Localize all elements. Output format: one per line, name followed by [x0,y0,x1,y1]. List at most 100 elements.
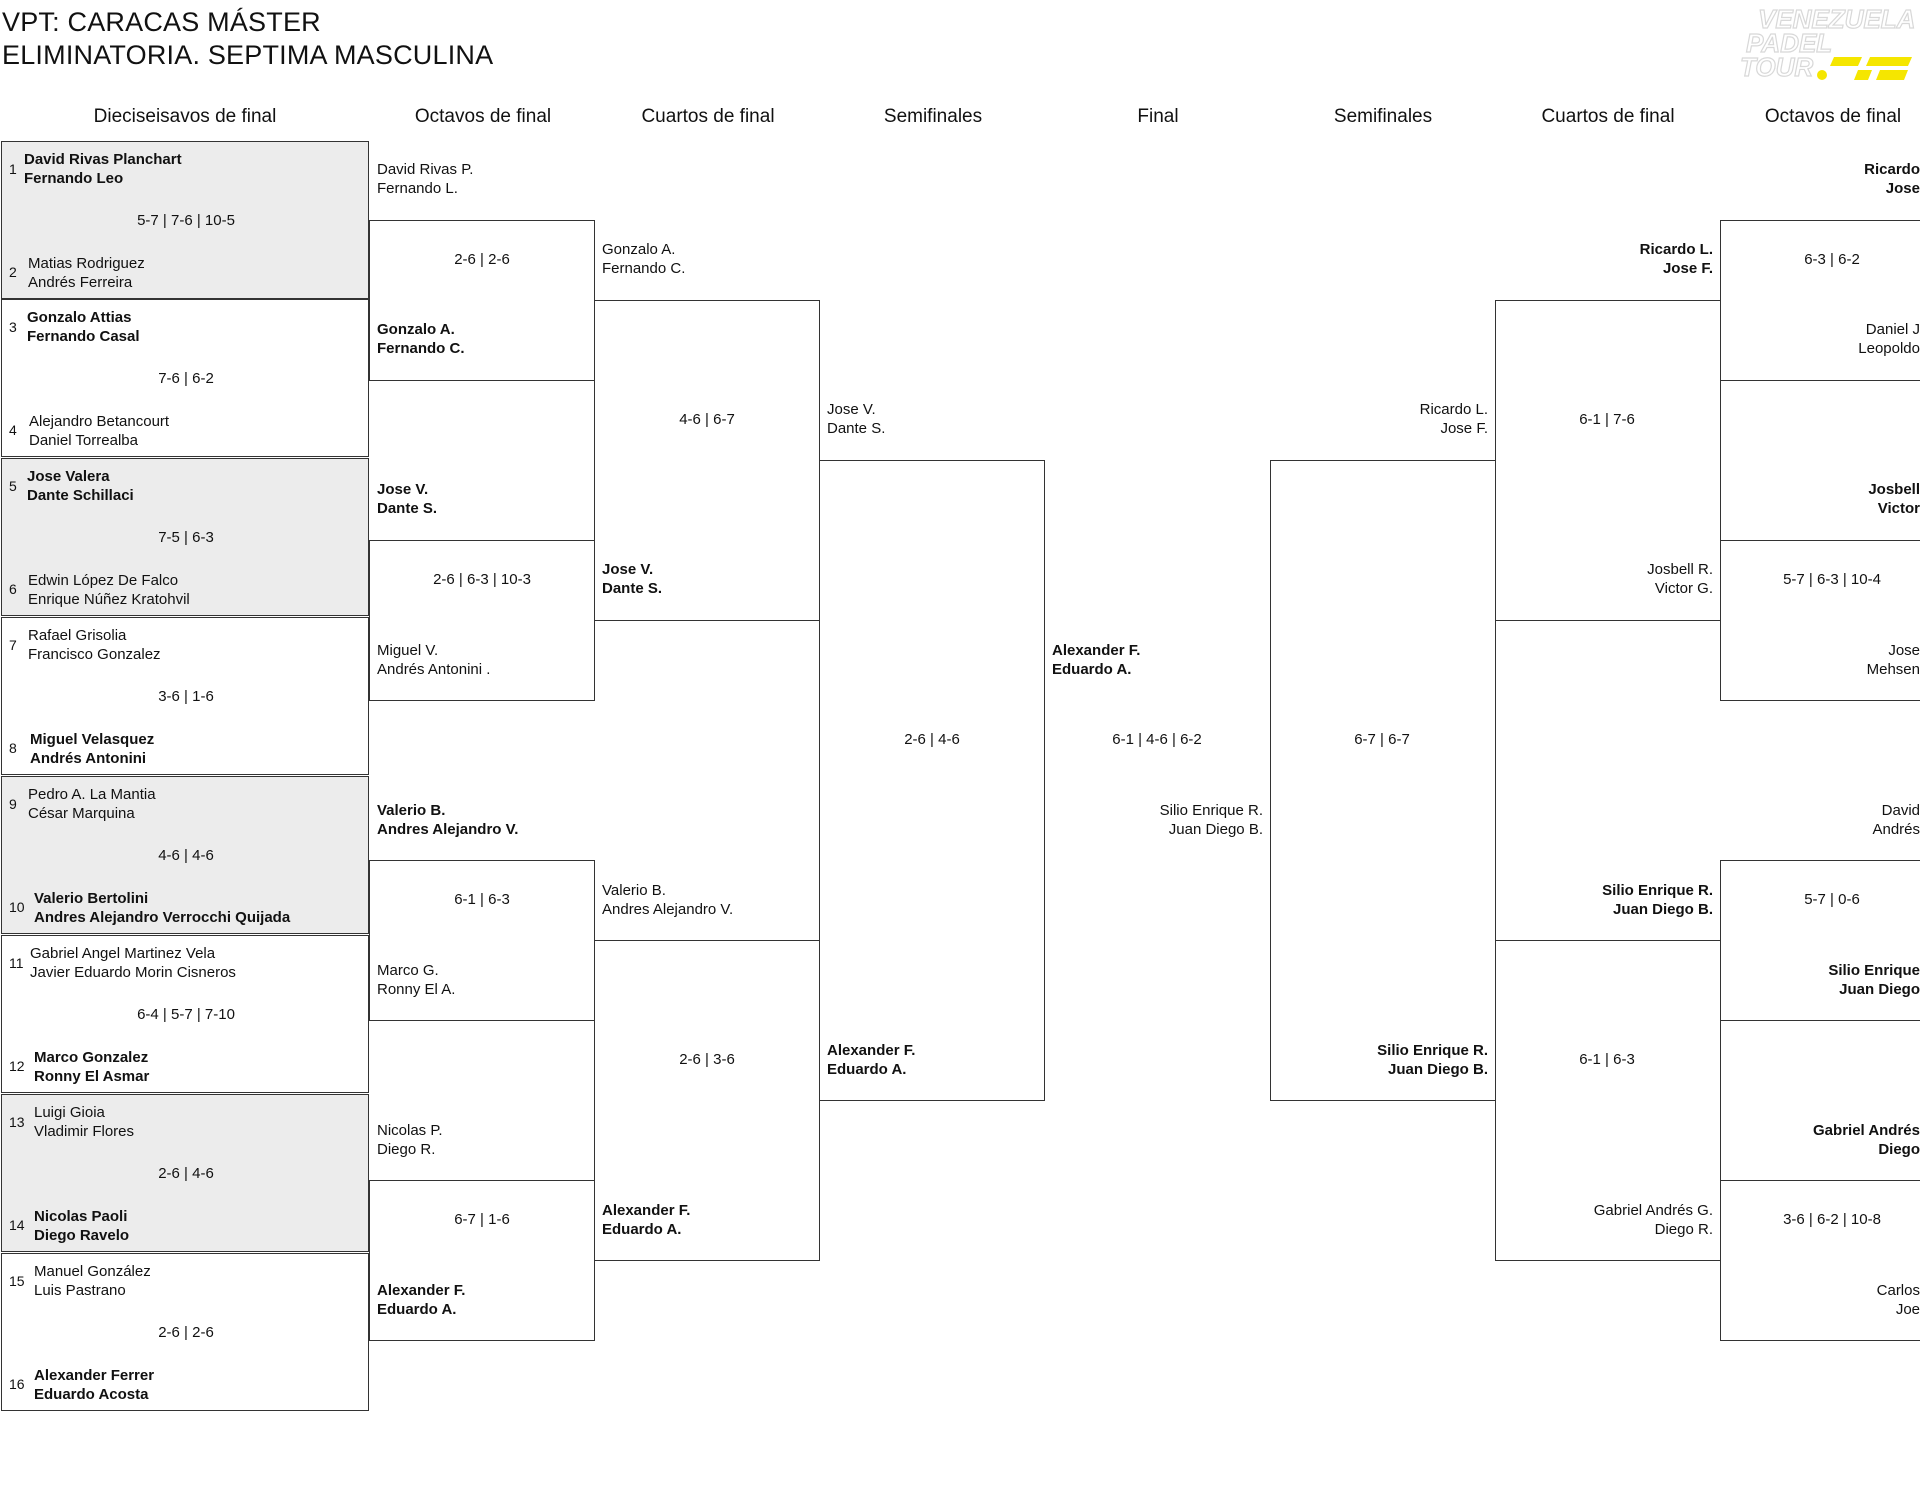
seed-number: 8 [9,740,17,756]
player-name: Gabriel Angel Martinez Vela [30,945,216,962]
seed-number: 1 [9,161,17,177]
player-name: Ricardo [1864,161,1920,178]
player-name: Alexander F. [1052,642,1141,659]
player-name: Jose [1885,180,1920,197]
player-name: Juan Diego B. [1612,901,1713,918]
player-name: Valerio Bertolini [34,890,149,907]
team-label: Alexander F.Eduardo A. [827,1041,915,1079]
header-sf-left: Semifinales [883,106,983,127]
match-score: 6-3 | 6-2 [1804,251,1860,268]
header-r16-left: Octavos de final [414,106,552,127]
player-name: Andrés Antonini . [377,661,491,678]
team-label: Silio Enrique R. Juan Diego B. [1602,881,1713,919]
seed-number: 15 [9,1273,25,1289]
seed-number: 11 [9,955,24,971]
player-name: Victor G. [1654,580,1713,597]
seed-number: 12 [9,1058,25,1074]
seed-number: 10 [9,899,25,915]
bracket-r16-right-1 [1720,220,1920,381]
player-name: Dante Schillaci [27,487,134,504]
player-name: Eduardo A. [827,1061,907,1078]
team-label: Jose V. Dante S. [827,400,885,438]
team-label: Miguel V. Andrés Antonini . [377,641,490,679]
match-score: 3-6 | 1-6 [158,688,214,705]
match-score: 5-7 | 7-6 | 10-5 [137,212,235,229]
bracket-sf-right [1270,460,1496,1101]
seed-number: 5 [9,478,17,494]
player-name: Josbell R. [1647,561,1713,578]
player-name: Jose F. [1440,420,1488,437]
player-name: Joe [1895,1301,1920,1318]
final-winner: Alexander F. Eduardo A. [1052,641,1140,679]
header-r32-left: Dieciseisavos de final [93,106,277,127]
player-name: César Marquina [28,805,135,822]
player-name: Eduardo Acosta [34,1386,149,1403]
seed-number: 7 [9,637,17,653]
player-name: Dante S. [377,500,438,517]
player-name: Jose [1888,642,1920,659]
team-label: Nicolas P.Diego R. [377,1121,443,1159]
match-score: 4-6 | 4-6 [158,847,214,864]
match-score: 4-6 | 6-7 [679,411,735,428]
player-name: Fernando C. [602,260,686,277]
player-name: Valerio B. [602,882,666,899]
player-name: Diego R. [377,1141,436,1158]
bracket-qf-right-2 [1495,940,1721,1261]
header-final: Final [1137,106,1179,127]
player-name: Andrés [1872,821,1920,838]
player-name: Miguel V. [377,642,439,659]
final-runner-up: Silio Enrique R.Juan Diego B. [1160,801,1263,839]
player-name: Eduardo A. [1052,661,1132,678]
seed-number: 13 [9,1114,25,1130]
player-name: Alexander Ferrer [34,1367,155,1384]
player-name: Javier Eduardo Morin Cisneros [30,964,236,981]
player-name: Juan Diego B. [1168,821,1263,838]
team-label: Josbell R. Victor G. [1647,560,1713,598]
match-score: 6-7 | 1-6 [454,1211,510,1228]
header-sf-right: Semifinales [1333,106,1433,127]
player-name: Fernando Casal [27,328,140,345]
player-name: Dante S. [827,420,886,437]
player-name: Silio Enrique R. [1602,882,1713,899]
player-name: Victor [1877,500,1920,517]
player-name: Marco G. [377,962,439,979]
player-name: Andres Alejandro V. [377,821,519,838]
team-label: Marco G.Ronny El A. [377,961,455,999]
team-label: Jose V.Dante S. [377,480,437,518]
match-score: 6-1 | 7-6 [1579,411,1635,428]
player-name: Marco Gonzalez [34,1049,149,1066]
player-name: Pedro A. La Mantia [28,786,156,803]
svg-text:VENEZUELA: VENEZUELA [1758,4,1915,34]
seed-number: 2 [9,264,17,280]
player-name: Jose F. [1662,260,1713,277]
player-name: Fernando Leo [24,170,124,187]
player-name: Jose Valera [27,468,110,485]
player-name: Daniel J [1865,321,1920,338]
seed-number: 3 [9,319,17,335]
player-name: Vladimir Flores [34,1123,135,1140]
seed-number: 4 [9,422,17,438]
match-score: 2-6 | 2-6 [454,251,510,268]
player-name: Jose V. [827,401,876,418]
player-name: Gonzalo A. [602,241,676,258]
team-label: Alexander F.Eduardo A. [602,1201,690,1239]
seed-number: 16 [9,1376,25,1392]
player-name: Luis Pastrano [34,1282,126,1299]
team-label: Gonzalo A. Fernando C. [602,240,685,278]
bracket-r16-right-2 [1720,540,1920,701]
